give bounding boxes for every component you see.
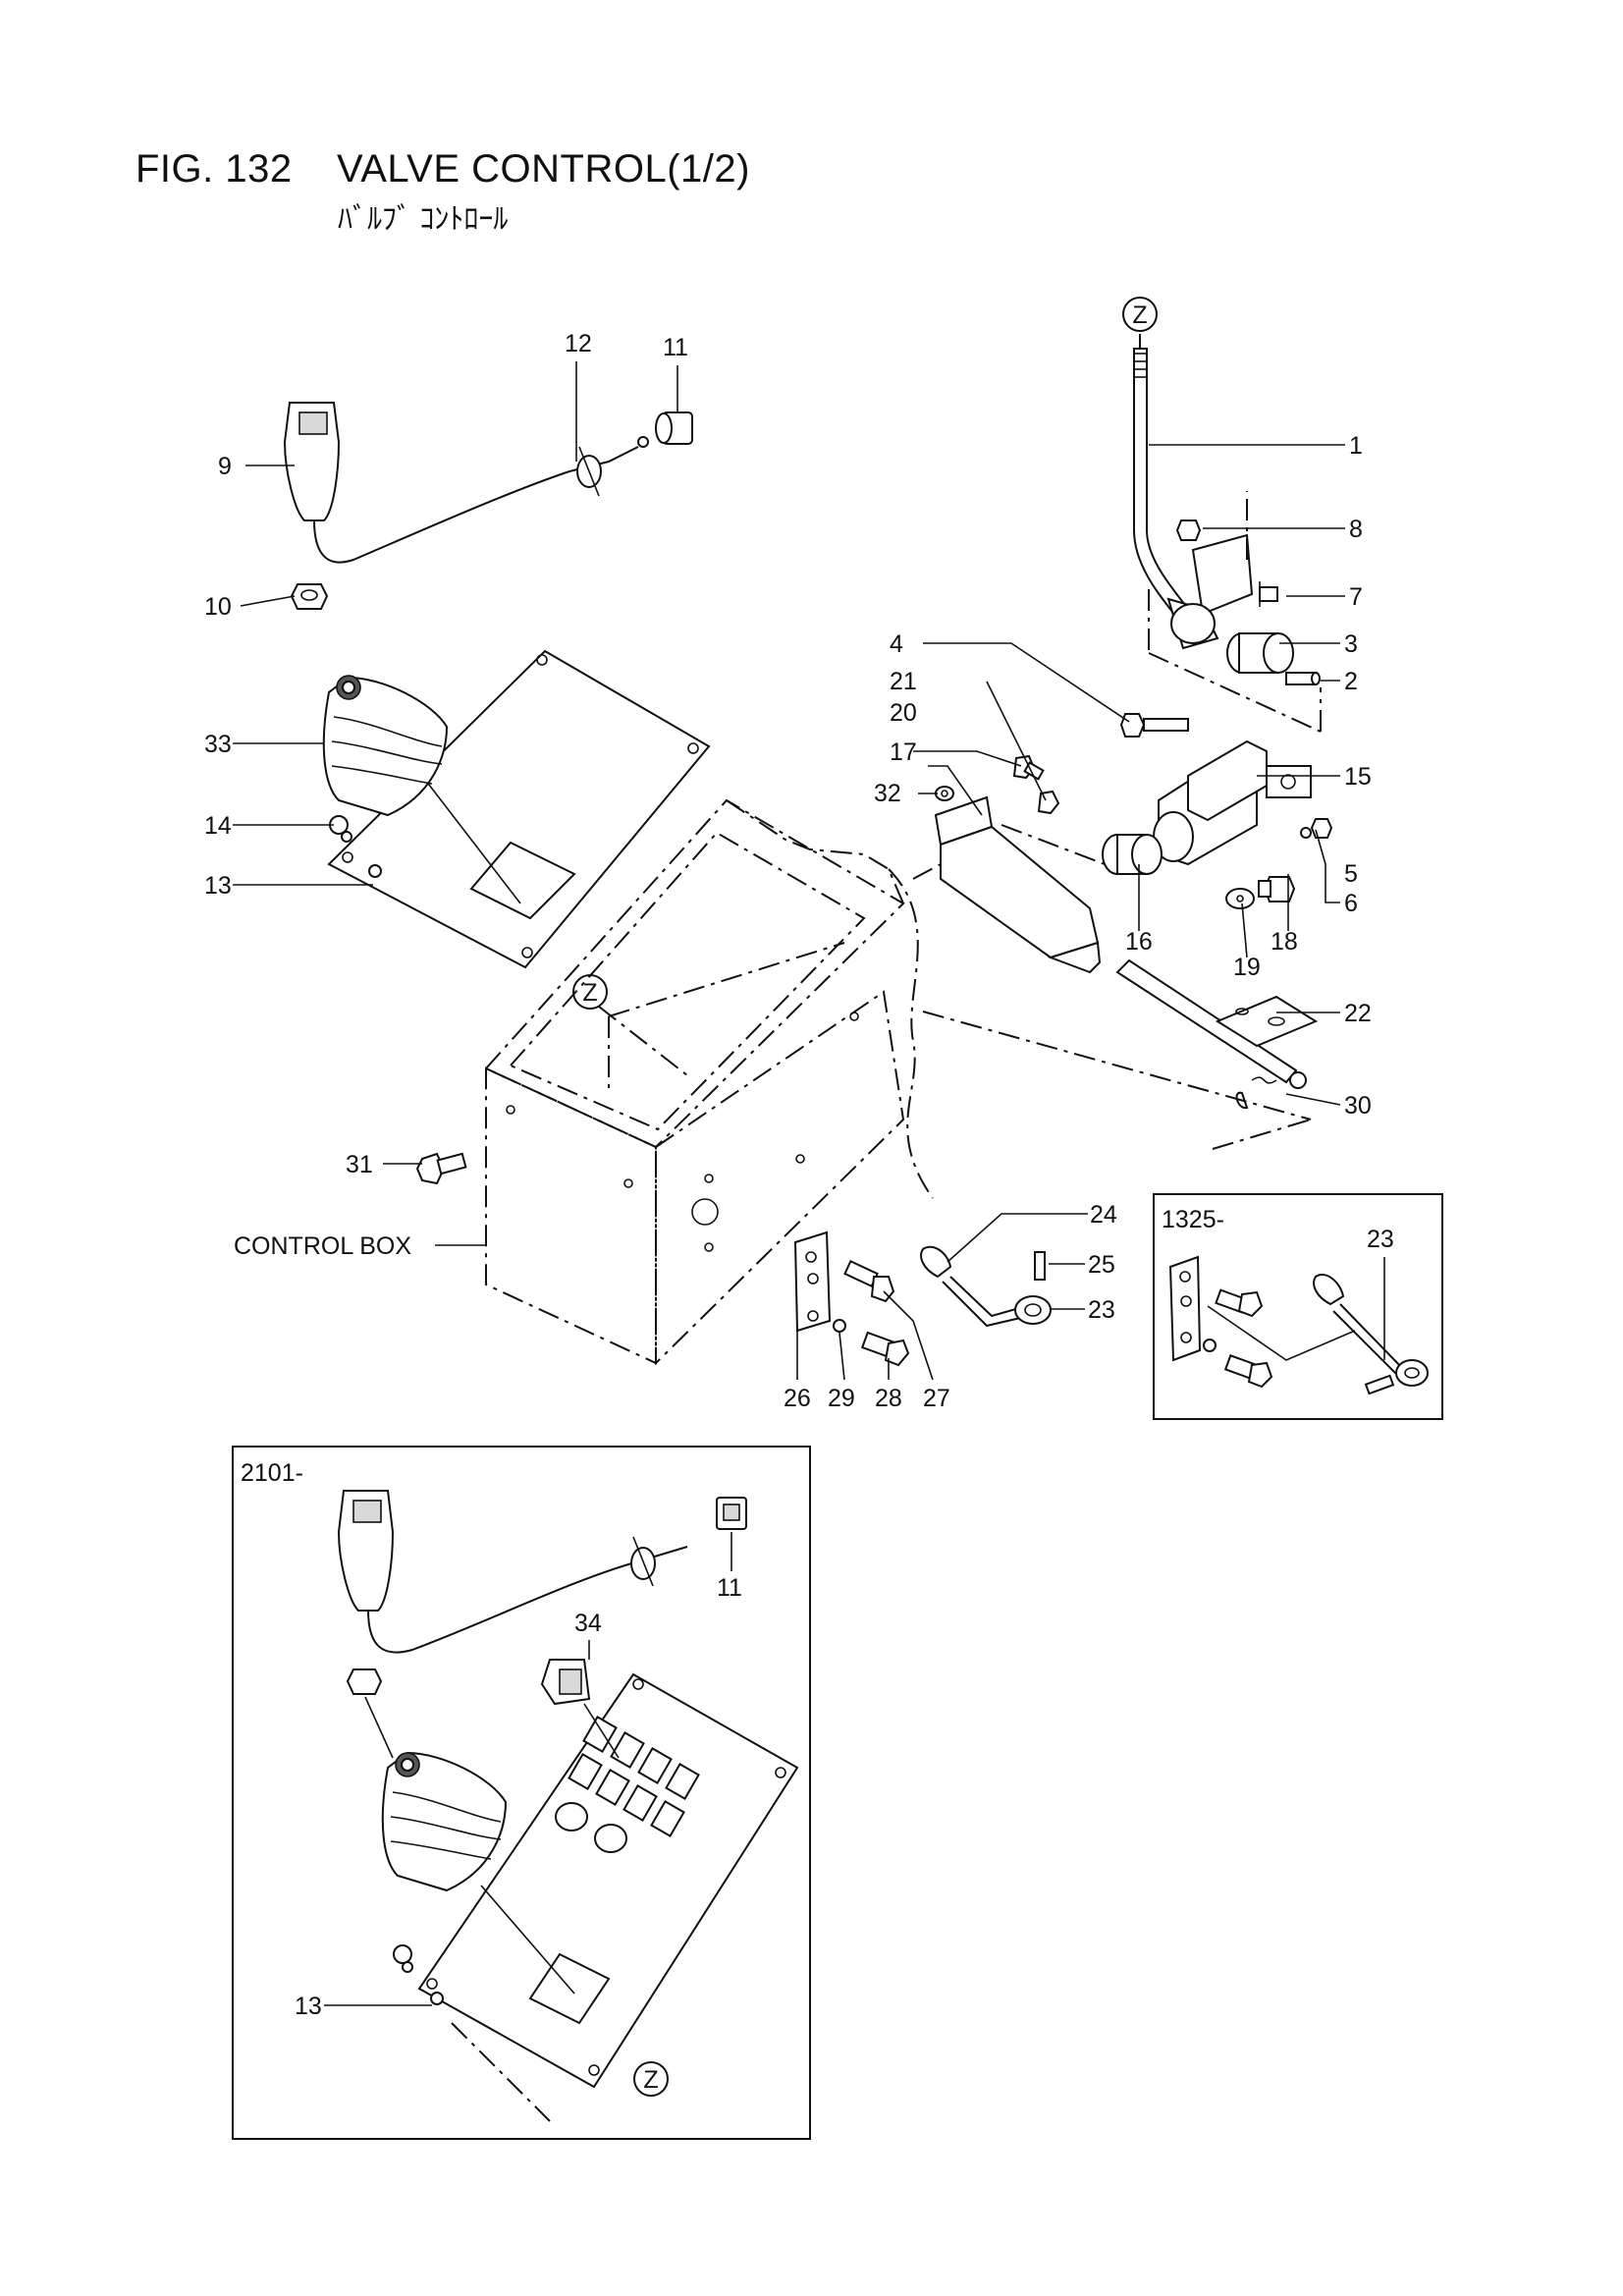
inset-2101-callout-11: 11	[717, 1574, 742, 1602]
callout-17: 17	[890, 738, 917, 766]
pivot-body	[1153, 739, 1333, 866]
callout-33: 33	[204, 731, 232, 758]
callout-2: 2	[1344, 668, 1358, 695]
callout-1: 1	[1349, 432, 1363, 460]
callout-12: 12	[565, 330, 592, 357]
callout-22: 22	[1344, 1000, 1372, 1027]
switch-grid	[568, 1716, 700, 1837]
plate-26	[793, 1230, 832, 1333]
callout-23: 23	[1088, 1296, 1115, 1324]
callout-4: 4	[890, 630, 903, 658]
bushing-3	[1226, 632, 1294, 674]
inset-2101-serial: 2101-	[241, 1459, 303, 1487]
callout-24: 24	[1090, 1201, 1117, 1229]
inset-1325-serial: 1325-	[1162, 1206, 1224, 1233]
inset-2101: 2101- 11	[232, 1446, 811, 2140]
callout-20: 20	[890, 699, 917, 727]
control-box-label: CONTROL BOX	[234, 1232, 411, 1260]
z-marker-label: Z	[582, 979, 597, 1007]
main-view: Z Z	[204, 297, 1372, 1412]
callout-31: 31	[346, 1151, 373, 1178]
z-marker-box: Z	[572, 974, 608, 1010]
callout-9: 9	[218, 453, 232, 480]
callout-10: 10	[204, 593, 232, 621]
callout-15: 15	[1344, 763, 1372, 791]
control-knob	[283, 402, 639, 564]
callout-5: 5	[1344, 860, 1358, 888]
bolt-27	[843, 1259, 895, 1303]
connector	[637, 411, 693, 448]
callout-28: 28	[875, 1385, 902, 1412]
inset-2101-callout-34: 34	[574, 1610, 602, 1637]
rubber-boot	[322, 675, 449, 817]
callout-32: 32	[874, 780, 901, 807]
callout-18: 18	[1271, 928, 1298, 956]
bushing-16	[1102, 834, 1163, 875]
bolt-18	[1225, 876, 1296, 909]
callout-8: 8	[1349, 516, 1363, 543]
lever-24	[920, 1245, 1052, 1328]
rod-22	[922, 958, 1319, 1150]
callout-6: 6	[1344, 890, 1358, 917]
figure-name: VALVE CONTROL(1/2)	[337, 147, 750, 191]
callout-16: 16	[1125, 928, 1153, 956]
inset-1325: 1325- 23	[1153, 1193, 1443, 1420]
bolt-28	[860, 1331, 910, 1367]
bolt-4	[1119, 713, 1189, 738]
nut-10	[290, 583, 329, 610]
callout-25: 25	[1088, 1251, 1115, 1279]
pin-2	[1285, 672, 1321, 685]
callout-27: 27	[923, 1385, 950, 1412]
callout-26: 26	[784, 1385, 811, 1412]
figure-subtitle: ﾊﾞﾙﾌﾞ ｺﾝﾄﾛｰﾙ	[338, 203, 509, 236]
callout-21: 21	[890, 668, 917, 695]
callout-13: 13	[204, 872, 232, 900]
figure-title: FIG. 132 VALVE CONTROL(1/2)	[135, 147, 750, 191]
inset-1325-callout-23: 23	[1367, 1226, 1394, 1253]
leader-lines	[233, 361, 1345, 1381]
z-marker-label: Z	[1132, 301, 1147, 329]
callout-11: 11	[663, 334, 688, 361]
callout-numbers: 1 2 3 4 5 6 7 8 9 10 11 12 13 14 15 16 1…	[204, 330, 1372, 1412]
bolt-31	[415, 1152, 467, 1185]
z-marker-lever: Z	[1122, 297, 1158, 332]
callout-3: 3	[1344, 630, 1358, 658]
lever-rod	[1133, 348, 1190, 619]
inset-2101-callout-13: 13	[295, 1993, 322, 2020]
callout-7: 7	[1349, 583, 1363, 611]
z-marker-label: Z	[643, 2066, 658, 2094]
nut-21	[1037, 790, 1060, 815]
washer-32	[935, 786, 954, 801]
figure-number: FIG. 132	[135, 147, 293, 191]
callout-29: 29	[828, 1385, 855, 1412]
lever-bracket	[1148, 491, 1322, 733]
bracket-17	[912, 795, 1106, 974]
callout-30: 30	[1344, 1092, 1372, 1120]
callout-19: 19	[1233, 954, 1261, 981]
bolt-14	[329, 815, 382, 878]
control-box	[484, 798, 934, 1366]
washer-29	[833, 1319, 846, 1333]
callout-14: 14	[204, 812, 232, 840]
